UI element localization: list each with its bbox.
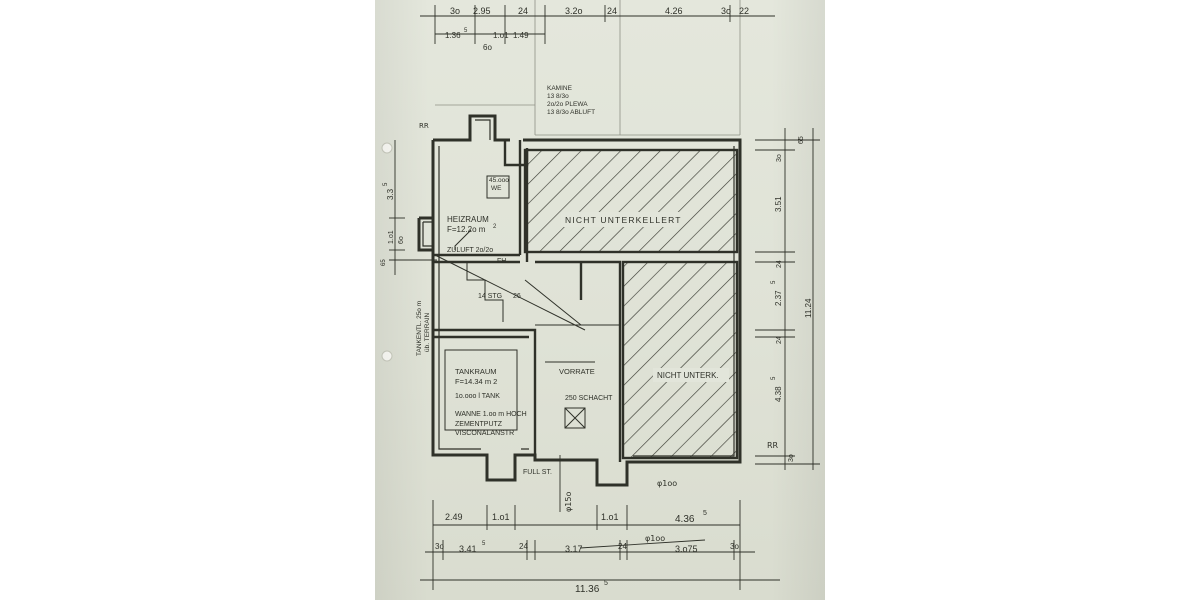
bottom-dim: 3.41 xyxy=(459,544,477,554)
not-basement-label-right: NICHT UNTERK. xyxy=(657,371,719,380)
top-dim: 24 xyxy=(607,6,617,16)
right-dim: 3.51 xyxy=(774,196,783,212)
bottom-dim: 3.17 xyxy=(565,544,583,554)
top-dim: 24 xyxy=(518,6,528,16)
bottom-dim: 2.49 xyxy=(445,512,463,522)
kamine-line: 2o/2o PLEWA xyxy=(547,101,588,108)
right-dim-total: 11.24 xyxy=(804,298,813,318)
top-dim-sup: 5 xyxy=(464,28,468,34)
tank-label: 1o.ooo l TANK xyxy=(455,393,500,400)
outer-walls xyxy=(417,114,742,487)
tankentl-label: TANKENTL. 25o m xyxy=(416,301,423,356)
right-dim: 3o xyxy=(788,454,795,462)
left-dimension-lines xyxy=(389,140,437,275)
binder-hole xyxy=(381,350,393,362)
right-dim: 24 xyxy=(776,336,783,344)
zementputz-label: ZEMENTPUTZ xyxy=(455,421,503,428)
room-heizraum-label: HEIZRAUM xyxy=(447,215,489,224)
label-mask xyxy=(653,368,729,382)
room-tankraum-area: F=14.34 m 2 xyxy=(455,377,497,386)
top-dim: 3.2o xyxy=(565,6,583,16)
stairs-tail: 26 xyxy=(513,293,521,300)
kamine-title: KAMINE xyxy=(547,85,573,92)
stairs-label: 14 STG xyxy=(478,293,502,300)
bottom-dim-sup: 5 xyxy=(703,510,707,517)
interior-walls xyxy=(433,140,622,462)
wanne-label: WANNE 1.oo m HOCH xyxy=(455,411,527,418)
bottom-dim: 1.o1 xyxy=(492,512,510,522)
bottom-dim: 1.o1 xyxy=(601,512,619,522)
binder-hole xyxy=(381,142,393,154)
bottom-dim-sup: 5 xyxy=(482,541,486,547)
tankentl-label-2: üb. TERRAIN xyxy=(424,312,431,352)
fullst-label: FULL ST. xyxy=(523,469,552,476)
bottom-dim: 24 xyxy=(519,542,528,551)
top-dim: 1.o1 xyxy=(493,31,509,40)
inner-wall-lines xyxy=(422,119,735,457)
right-dim: 3o xyxy=(776,154,783,162)
right-dim: 4.38 xyxy=(774,386,783,402)
schacht-label: 250 SCHACHT xyxy=(565,395,613,402)
top-dim: 1.36 xyxy=(445,31,461,40)
top-dim: 3o xyxy=(721,6,731,16)
bottom-dim-total-sup: 5 xyxy=(604,580,608,587)
right-dim-sup: 5 xyxy=(771,376,777,380)
bottom-dim: 3o xyxy=(730,542,739,551)
room-heizraum-area: F=12.2o m xyxy=(447,225,486,234)
room-heizraum-area-sup: 2 xyxy=(493,224,497,230)
top-dim: 3o xyxy=(450,6,460,16)
right-dim: 65 xyxy=(798,136,805,144)
note-rr-top: RR xyxy=(419,122,429,130)
left-dim: 6o xyxy=(398,236,405,244)
right-dim-sup: 5 xyxy=(771,280,777,284)
room-tankraum-label: TANKRAUM xyxy=(455,367,497,376)
kamine-line: 13 8/3o ABLUFT xyxy=(547,109,595,116)
we-value: 45.ooo xyxy=(489,177,509,184)
bottom-dim: 3.o75 xyxy=(675,544,698,554)
top-dim: 1.49 xyxy=(513,31,529,40)
not-basement-area-right xyxy=(621,260,739,460)
kamine-line: 13 8/3o xyxy=(547,93,569,100)
top-dim: 6o xyxy=(483,43,492,52)
right-dim: 24 xyxy=(776,260,783,268)
bottom-dim: 3o xyxy=(435,542,444,551)
left-dim: 3.3 xyxy=(386,188,395,200)
top-dimension-lines xyxy=(420,5,775,44)
right-dimension-lines xyxy=(755,128,820,470)
fh-label: FH. xyxy=(497,258,508,265)
left-dim: 1.o1 xyxy=(388,230,395,244)
bottom-dim: 24 xyxy=(618,542,627,551)
bottom-dim-total: 11.36 xyxy=(575,584,600,595)
floor-plan-drawing: 3o 2.95 24 3.2o 24 4.26 3o 22 1.36 5 1.o… xyxy=(381,0,820,595)
bottom-dimension-lines xyxy=(420,455,780,590)
top-dim: 22 xyxy=(739,6,749,16)
top-dim: 4.26 xyxy=(665,6,683,16)
we-label: WE xyxy=(491,185,502,192)
left-dim: 65 xyxy=(381,259,387,266)
pipe-diameter: φ1oo xyxy=(657,479,677,488)
note-rr: RR xyxy=(767,441,779,450)
top-dim: 2.95 xyxy=(473,6,491,16)
not-basement-area-top xyxy=(523,148,739,254)
floor-plan-photo: 3o 2.95 24 3.2o 24 4.26 3o 22 1.36 5 1.o… xyxy=(375,0,825,600)
pipe-diameter-vertical: φ15o xyxy=(564,492,573,512)
not-basement-label-top: NICHT UNTERKELLERT xyxy=(565,215,682,225)
bottom-dim: 4.36 xyxy=(675,514,695,525)
interior-detail-lines xyxy=(434,175,620,431)
visconal-label: VISCONALANSTR xyxy=(455,430,514,437)
grid-lines xyxy=(435,0,741,136)
zuluft-label: ZULUFT 2o/2o xyxy=(447,247,493,254)
left-dim-sup: 5 xyxy=(383,182,389,186)
right-dim: 2.37 xyxy=(774,290,783,306)
room-vorrate-label: VORRATE xyxy=(559,367,595,376)
pipe-diameter: φ1oo xyxy=(645,534,665,543)
label-mask xyxy=(561,212,679,227)
